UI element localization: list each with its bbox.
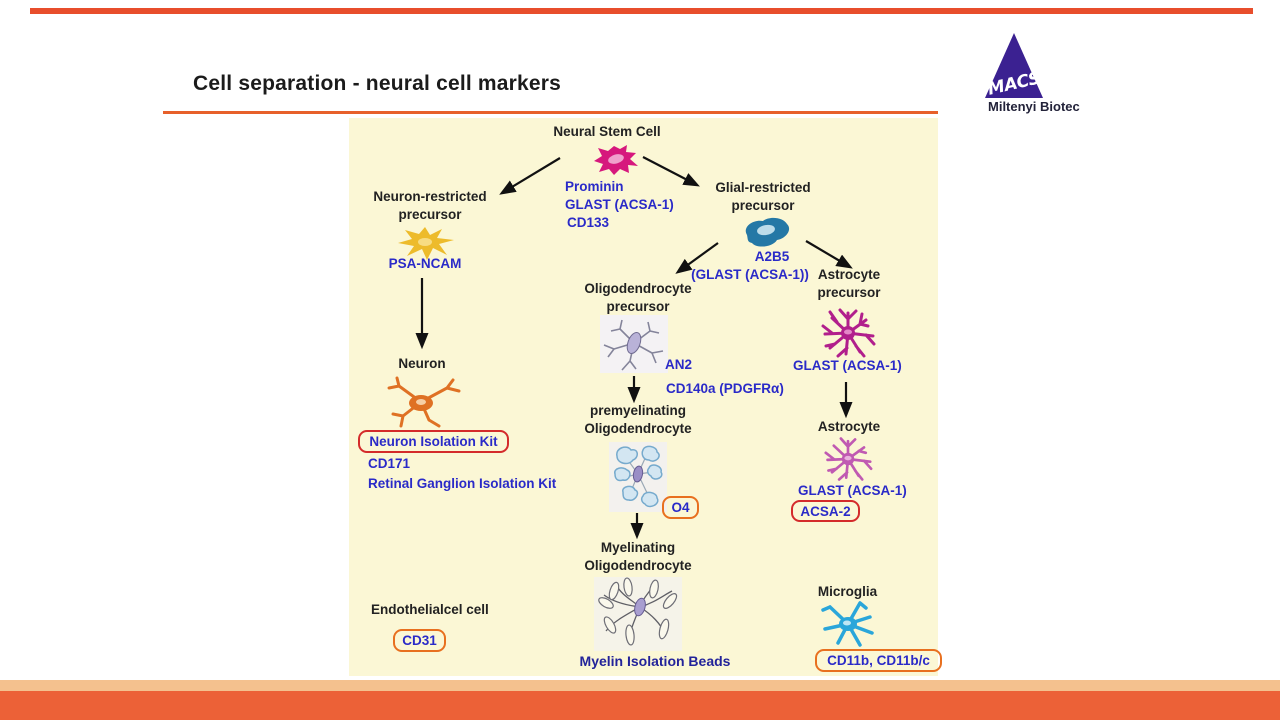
myelin-isolation-beads-label: Myelin Isolation Beads	[579, 653, 731, 669]
cd31-box: CD31	[393, 629, 446, 652]
oligo-precursor-label: Oligodendrocyte precursor	[584, 281, 692, 314]
neuron-restricted-precursor-icon	[398, 227, 454, 260]
marker-glast-astro-precursor: GLAST (ACSA-1)	[793, 358, 902, 373]
neuron-icon	[387, 376, 461, 428]
premyelinating-oligodendrocyte-icon	[609, 442, 667, 512]
myelinating-label: Myelinating Oligodendrocyte	[584, 540, 692, 573]
stem-marker-cd133: CD133	[567, 215, 610, 230]
neuron-precursor-label: Neuron-restricted precursor	[373, 189, 487, 222]
logo-company-name: Miltenyi Biotec	[988, 99, 1080, 114]
neural-stem-cell-label: Neural Stem Cell	[553, 124, 661, 139]
myelinating-oligodendrocyte-icon	[594, 577, 682, 651]
marker-glast-paren: (GLAST (ACSA-1))	[691, 267, 809, 282]
microglia-icon	[821, 601, 874, 647]
marker-glast-astrocyte: GLAST (ACSA-1)	[798, 483, 907, 498]
marker-cd140a: CD140a (PDGFRα)	[666, 381, 784, 396]
premyelinating-label: premyelinating Oligodendrocyte	[584, 403, 692, 436]
glial-restricted-precursor-icon	[745, 217, 790, 247]
microglia-label: Microglia	[817, 584, 878, 599]
marker-a2b5: A2B5	[754, 249, 790, 264]
retinal-ganglion-kit-label: Retinal Ganglion Isolation Kit	[368, 476, 557, 491]
neuron-label: Neuron	[398, 356, 446, 371]
astrocyte-icon	[824, 437, 873, 481]
astrocyte-precursor-icon	[821, 308, 876, 358]
marker-cd31: CD31	[402, 633, 437, 648]
arrow-glial-to-oligo-precursor	[675, 242, 719, 274]
cd11b-box: CD11b, CD11b/c	[815, 649, 942, 672]
arrow-stem-to-neuron-precursor	[499, 157, 561, 195]
acsa2-box: ACSA-2	[791, 500, 860, 522]
astrocyte-precursor-label: Astrocyte precursor	[817, 267, 881, 300]
top-accent-bar	[30, 8, 1253, 14]
bottom-accent-bar-dark	[0, 691, 1280, 720]
marker-acsa2: ACSA-2	[800, 503, 851, 519]
bottom-accent-bar-light	[0, 680, 1280, 691]
stem-marker-prominin: Prominin	[565, 179, 624, 194]
slide-title: Cell separation - neural cell markers	[193, 72, 562, 95]
endothelial-cell-label: Endothelialcel cell	[371, 602, 489, 617]
neuron-isolation-kit-label: Neuron Isolation Kit	[369, 434, 498, 449]
arrow-glial-to-astro-precursor	[805, 240, 853, 269]
arrow-stem-to-glial-precursor	[642, 156, 700, 187]
astrocyte-label: Astrocyte	[817, 419, 881, 434]
marker-cd171: CD171	[368, 456, 411, 471]
marker-an2: AN2	[665, 357, 693, 372]
macs-triangle-icon: MACS	[985, 33, 1043, 100]
macs-logo: MACS Miltenyi Biotec	[983, 31, 1103, 114]
neural-stem-cell-icon	[594, 145, 638, 175]
oligodendrocyte-precursor-icon	[600, 315, 668, 373]
stem-marker-glast: GLAST (ACSA-1)	[565, 197, 674, 212]
o4-box: O4	[662, 496, 699, 519]
title-underline	[163, 111, 938, 114]
marker-o4: O4	[671, 500, 690, 515]
neuron-isolation-kit-box: Neuron Isolation Kit	[358, 430, 509, 453]
marker-psa-ncam: PSA-NCAM	[388, 256, 462, 271]
marker-cd11b: CD11b, CD11b/c	[827, 653, 930, 668]
glial-precursor-label: Glial-restricted precursor	[715, 180, 811, 213]
